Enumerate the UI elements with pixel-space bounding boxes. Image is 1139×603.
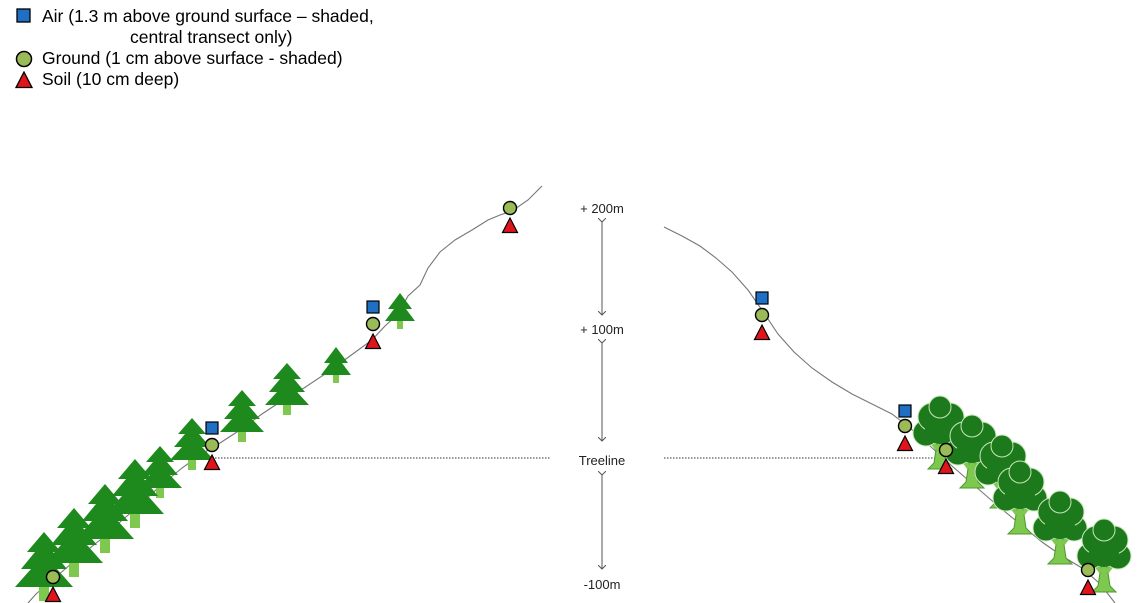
ground-sensor-marker: [45, 569, 61, 585]
legend-item-air: Air (1.3 m above ground surface – shaded…: [14, 6, 374, 48]
conifer-tree: [220, 390, 264, 442]
elevation-label-plus200: + 200m: [580, 201, 624, 216]
legend: Air (1.3 m above ground surface – shaded…: [14, 6, 374, 90]
green-circle-icon: [15, 50, 33, 68]
legend-item-soil: Soil (10 cm deep): [14, 69, 374, 90]
air-sensor-marker: [366, 300, 380, 314]
legend-air-continuation: central transect only): [130, 27, 293, 47]
ground-sensor-marker: [1080, 562, 1096, 578]
ground-sensor-marker: [502, 200, 518, 216]
soil-sensor-marker: [1079, 579, 1097, 596]
conifer-tree: [385, 293, 415, 329]
blue-square-icon: [16, 8, 31, 23]
air-sensor-marker: [898, 404, 912, 418]
ground-sensor-marker: [204, 437, 220, 453]
elevation-label-plus100: + 100m: [580, 322, 624, 337]
conifer-tree: [321, 347, 351, 383]
elevation-label-treeline: Treeline: [579, 453, 625, 468]
red-triangle-icon: [14, 71, 34, 89]
soil-sensor-marker: [753, 324, 771, 341]
elevation-label-minus100: -100m: [584, 577, 621, 592]
ground-sensor-marker: [365, 316, 381, 332]
air-sensor-marker: [755, 291, 769, 305]
ground-sensor-marker: [754, 307, 770, 323]
ground-sensor-marker: [938, 442, 954, 458]
soil-sensor-marker: [364, 333, 382, 350]
legend-ground-label: Ground (1 cm above surface - shaded): [42, 48, 343, 68]
soil-sensor-marker: [896, 435, 914, 452]
legend-item-ground: Ground (1 cm above surface - shaded): [14, 48, 374, 69]
soil-sensor-marker: [501, 217, 519, 234]
air-sensor-marker: [205, 421, 219, 435]
ground-sensor-marker: [897, 418, 913, 434]
legend-air-label: Air (1.3 m above ground surface – shaded…: [42, 6, 374, 26]
legend-soil-label: Soil (10 cm deep): [42, 69, 180, 89]
right-slope-line: [663, 226, 1116, 603]
